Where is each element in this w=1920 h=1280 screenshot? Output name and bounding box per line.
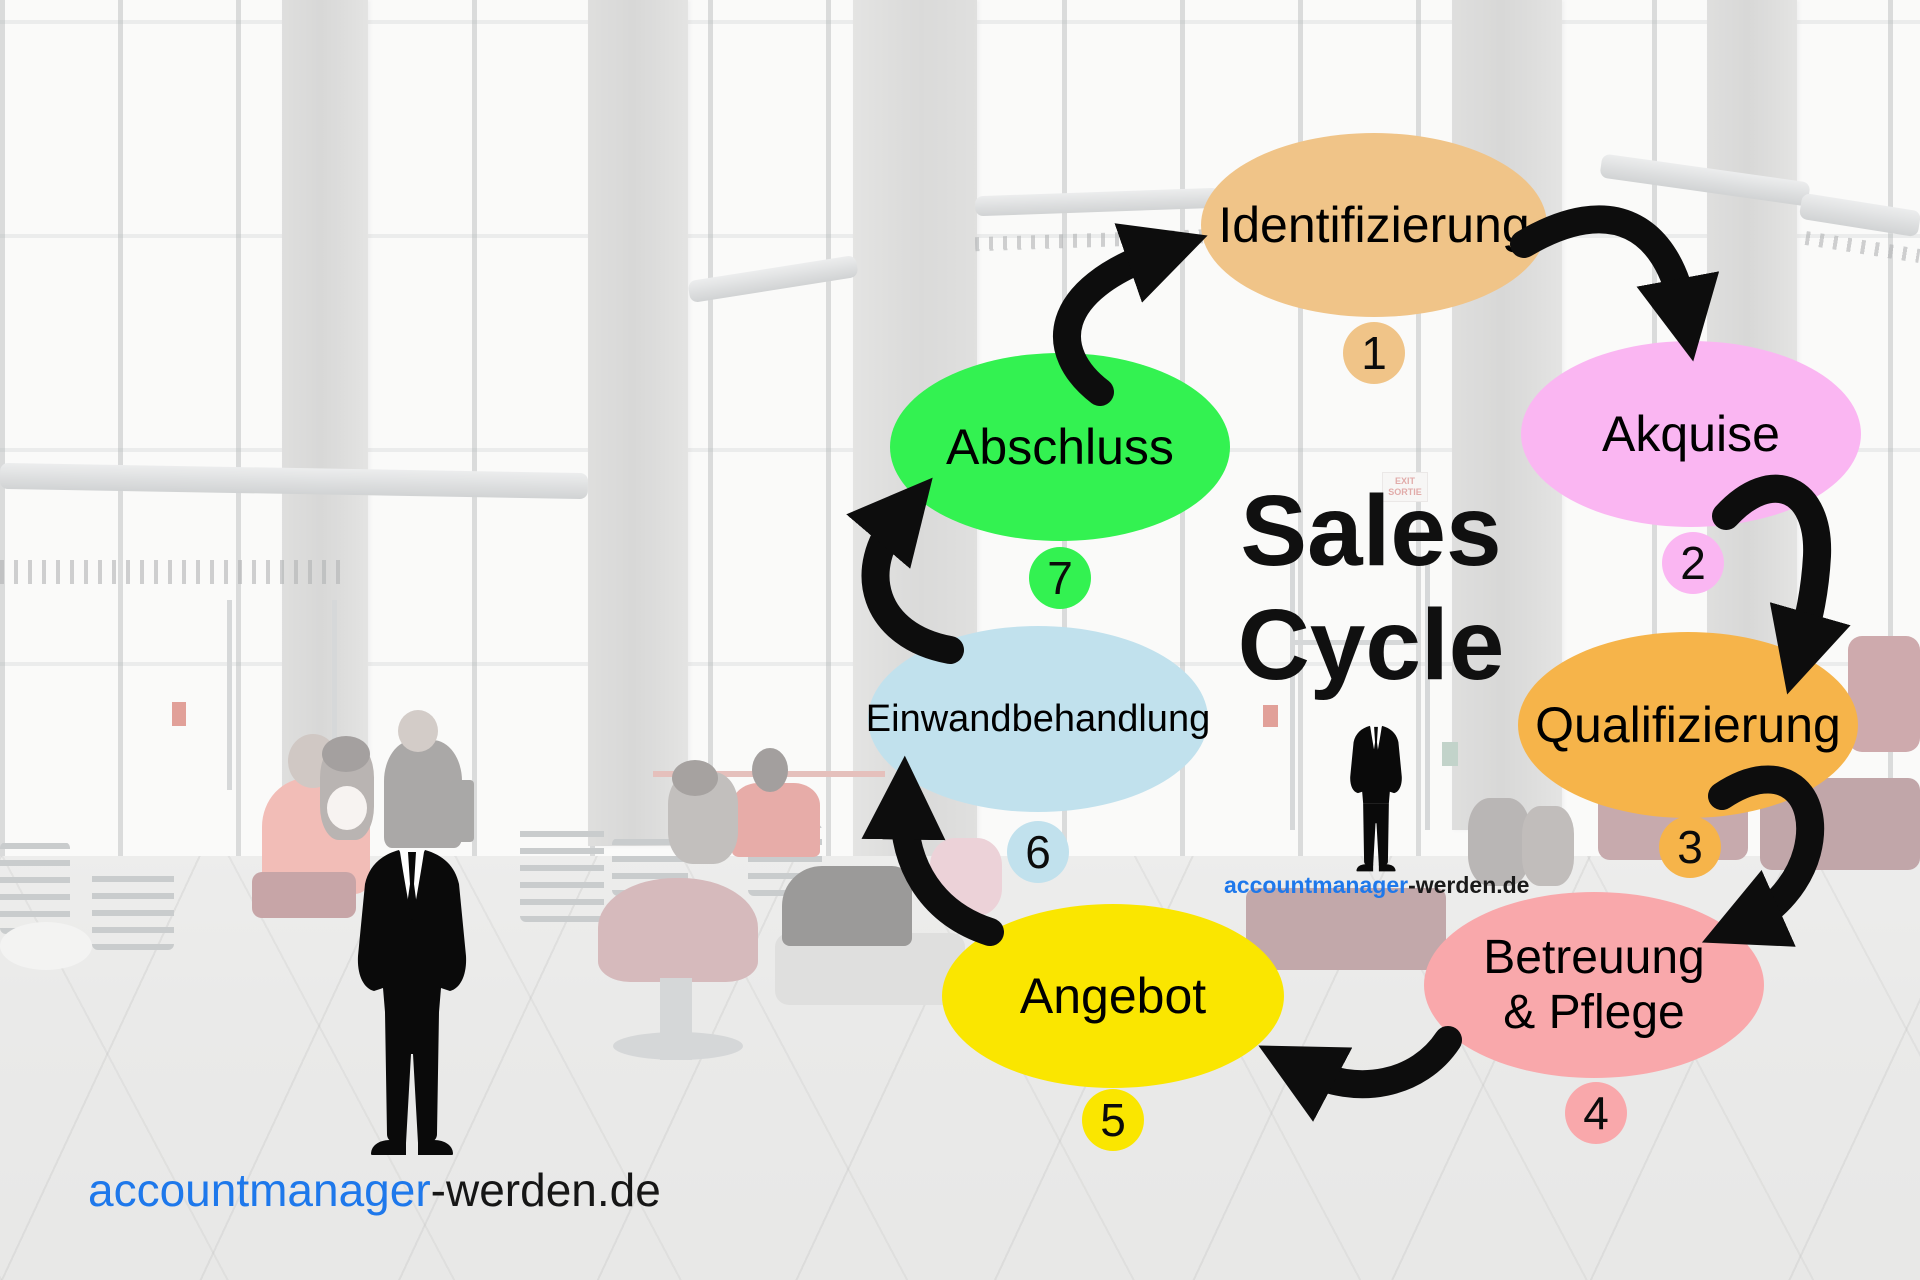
stage-number: 4 (1583, 1087, 1609, 1139)
stage-number-badge-5: 5 (1082, 1089, 1144, 1151)
footer-url: accountmanager-werden.de (88, 1163, 661, 1217)
stage-number-badge-7: 7 (1029, 547, 1091, 609)
stage-number: 7 (1047, 552, 1073, 604)
stage-number-badge-3: 3 (1659, 816, 1721, 878)
stage-label-line: & Pflege (1503, 986, 1685, 1039)
stage-number: 3 (1677, 821, 1703, 873)
arrow-identifizierung-to-akquise (1510, 205, 1720, 362)
arrow-abschluss-to-identifizierung (1053, 223, 1208, 406)
arrow-einwandbehandlung-to-abschluss (846, 477, 964, 664)
stage-label-line: Betreuung (1483, 930, 1705, 984)
arrow-qualifizierung-to-betreuung (1701, 765, 1825, 947)
arrow-angebot-to-einwandbehandlung (861, 755, 1004, 946)
stage-label-identifizierung: Identifizierung (1218, 197, 1530, 253)
stage-label-qualifizierung: Qualifizierung (1535, 697, 1841, 753)
stage-number: 2 (1680, 537, 1706, 589)
stage-number-badge-6: 6 (1007, 821, 1069, 883)
stage-number-badge-4: 4 (1565, 1082, 1627, 1144)
arrow-akquise-to-qualifizierung (1712, 474, 1851, 695)
stage-ellipse-qualifizierung: Qualifizierung (1518, 632, 1858, 818)
stage-ellipse-abschluss: Abschluss (890, 353, 1230, 541)
footer-url-highlight: accountmanager (88, 1164, 431, 1216)
stage-label-angebot: Angebot (1019, 968, 1207, 1024)
watermark-url: accountmanager-werden.de (1224, 872, 1529, 899)
watermark-url-rest: -werden.de (1408, 872, 1530, 898)
stage-label-abschluss: Abschluss (946, 419, 1174, 475)
title-line-1: Sales (1240, 475, 1502, 587)
stage-number-badge-1: 1 (1343, 322, 1405, 384)
title-line-2: Cycle (1237, 589, 1505, 701)
stage-number: 5 (1100, 1094, 1126, 1146)
stage-number: 1 (1361, 327, 1387, 379)
footer-url-rest: -werden.de (430, 1164, 661, 1216)
stage-number-badge-2: 2 (1662, 532, 1724, 594)
stage-ellipse-identifizierung: Identifizierung (1201, 133, 1547, 317)
watermark-url-highlight: accountmanager (1224, 872, 1409, 898)
stage-number: 6 (1025, 826, 1051, 878)
stage-label-akquise: Akquise (1602, 406, 1780, 462)
stage-label-einwandbehandlung: Einwandbehandlung (865, 697, 1211, 740)
arrow-betreuung-to-angebot (1258, 1026, 1462, 1122)
stage-ellipse-betreuung-pflege: Betreuung & Pflege (1424, 892, 1764, 1078)
diagram-title: Sales Cycle (1121, 474, 1621, 702)
stage-label-betreuung-pflege: Betreuung & Pflege (1483, 930, 1705, 1040)
